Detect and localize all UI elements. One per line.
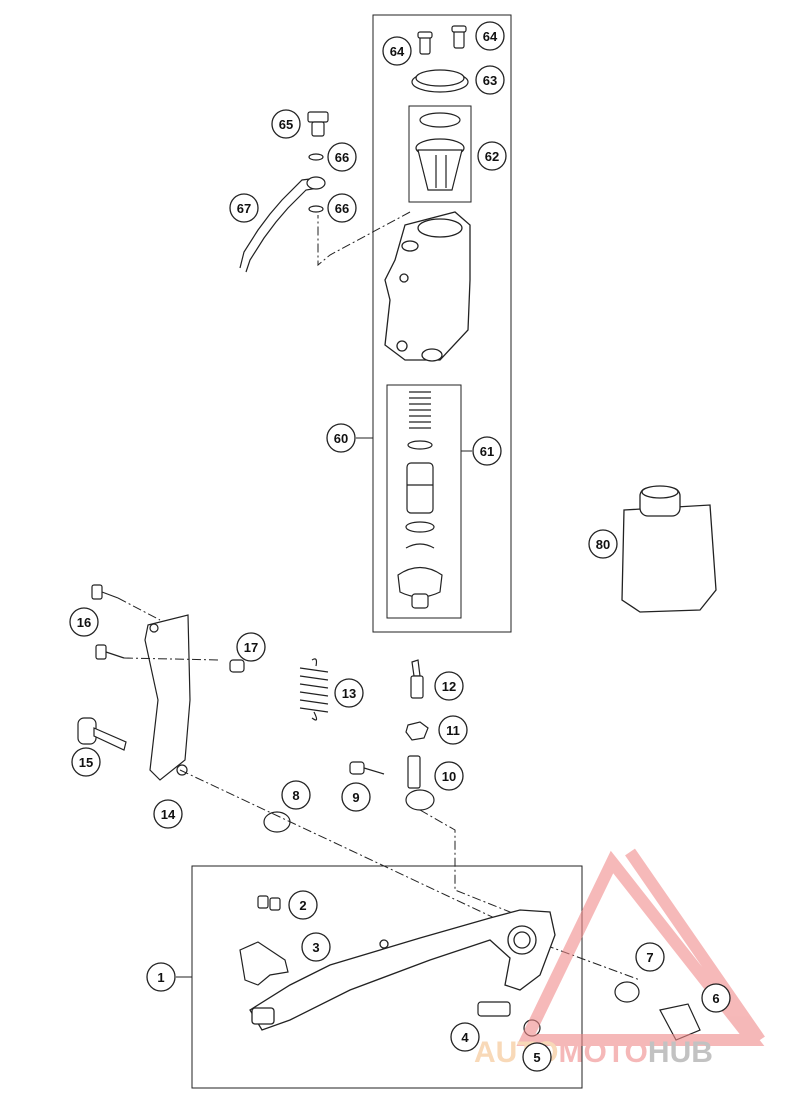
return-spring bbox=[299, 658, 329, 721]
callout-63[interactable]: 63 bbox=[475, 65, 505, 95]
svg-text:10: 10 bbox=[442, 769, 456, 784]
svg-text:7: 7 bbox=[646, 950, 653, 965]
piston-kit-part bbox=[397, 391, 443, 609]
svg-text:6: 6 bbox=[712, 991, 719, 1006]
banjo-hose-group bbox=[239, 111, 329, 273]
callout-6[interactable]: 6 bbox=[701, 983, 731, 1013]
callout-7[interactable]: 7 bbox=[635, 942, 665, 972]
callout-10[interactable]: 10 bbox=[434, 761, 464, 791]
svg-text:4: 4 bbox=[461, 1030, 469, 1045]
svg-text:14: 14 bbox=[161, 807, 176, 822]
callout-14[interactable]: 14 bbox=[153, 799, 183, 829]
master-cylinder-frame bbox=[372, 14, 512, 633]
svg-text:60: 60 bbox=[334, 431, 348, 446]
callout-11[interactable]: 11 bbox=[438, 715, 468, 745]
master-cylinder-body bbox=[384, 211, 471, 362]
svg-text:2: 2 bbox=[299, 898, 306, 913]
callout-3[interactable]: 3 bbox=[301, 932, 331, 962]
pedal-bracket-group bbox=[77, 584, 245, 781]
svg-text:13: 13 bbox=[342, 686, 356, 701]
svg-text:61: 61 bbox=[480, 444, 494, 459]
piston-kit-frame bbox=[386, 384, 462, 619]
svg-text:67: 67 bbox=[237, 201, 251, 216]
watermark-part2: MOTO bbox=[558, 1036, 647, 1069]
svg-text:65: 65 bbox=[279, 117, 293, 132]
callout-17[interactable]: 17 bbox=[236, 632, 266, 662]
callout-8[interactable]: 8 bbox=[281, 780, 311, 810]
assembly-center-lines bbox=[117, 211, 641, 981]
callout-64-left[interactable]: 64 bbox=[382, 36, 412, 66]
brake-pedal-part bbox=[249, 909, 556, 1031]
watermark-part3: HUB bbox=[648, 1036, 713, 1069]
callout-12[interactable]: 12 bbox=[434, 671, 464, 701]
callout-13[interactable]: 13 bbox=[334, 678, 364, 708]
svg-text:12: 12 bbox=[442, 679, 456, 694]
svg-text:16: 16 bbox=[77, 615, 91, 630]
callout-66-bottom[interactable]: 66 bbox=[327, 193, 357, 223]
svg-text:AUTOMOTOHUB: AUTOMOTOHUB bbox=[474, 1036, 713, 1069]
callout-62[interactable]: 62 bbox=[477, 141, 507, 171]
svg-text:64: 64 bbox=[390, 44, 405, 59]
callout-15[interactable]: 15 bbox=[71, 747, 101, 777]
callout-9[interactable]: 9 bbox=[341, 782, 371, 812]
piston-rod-group bbox=[263, 659, 435, 833]
callout-2[interactable]: 2 bbox=[288, 890, 318, 920]
callout-66-top[interactable]: 66 bbox=[327, 142, 357, 172]
screw-part bbox=[417, 25, 467, 55]
watermark-triangle bbox=[516, 848, 765, 1046]
brake-fluid-bottle bbox=[621, 485, 717, 613]
callout-4[interactable]: 4 bbox=[450, 1022, 480, 1052]
reservoir-cover-part bbox=[411, 69, 469, 93]
master-cylinder-group bbox=[372, 14, 512, 633]
svg-text:66: 66 bbox=[335, 150, 349, 165]
callouts: 64 64 63 62 65 66 67 66 bbox=[69, 21, 731, 1072]
svg-text:8: 8 bbox=[292, 788, 299, 803]
callout-65[interactable]: 65 bbox=[271, 109, 301, 139]
callout-64-right[interactable]: 64 bbox=[475, 21, 505, 51]
callout-61[interactable]: 61 bbox=[461, 436, 502, 466]
svg-text:17: 17 bbox=[244, 640, 258, 655]
svg-text:66: 66 bbox=[335, 201, 349, 216]
svg-text:3: 3 bbox=[312, 940, 319, 955]
callout-60[interactable]: 60 bbox=[326, 423, 373, 453]
pivot-bolt-group bbox=[477, 981, 701, 1041]
step-plate-group bbox=[239, 895, 289, 986]
svg-text:80: 80 bbox=[596, 537, 610, 552]
callout-1[interactable]: 1 bbox=[146, 962, 192, 992]
callout-80[interactable]: 80 bbox=[588, 529, 618, 559]
callout-67[interactable]: 67 bbox=[229, 193, 259, 223]
svg-text:9: 9 bbox=[352, 790, 359, 805]
svg-text:1: 1 bbox=[157, 970, 164, 985]
svg-text:64: 64 bbox=[483, 29, 498, 44]
callout-5[interactable]: 5 bbox=[522, 1042, 552, 1072]
svg-text:5: 5 bbox=[533, 1050, 540, 1065]
svg-text:62: 62 bbox=[485, 149, 499, 164]
callout-16[interactable]: 16 bbox=[69, 607, 99, 637]
svg-text:63: 63 bbox=[483, 73, 497, 88]
reservoir-part bbox=[415, 112, 465, 191]
svg-text:15: 15 bbox=[79, 755, 93, 770]
svg-text:11: 11 bbox=[446, 723, 460, 738]
reservoir-kit-frame bbox=[408, 105, 472, 203]
